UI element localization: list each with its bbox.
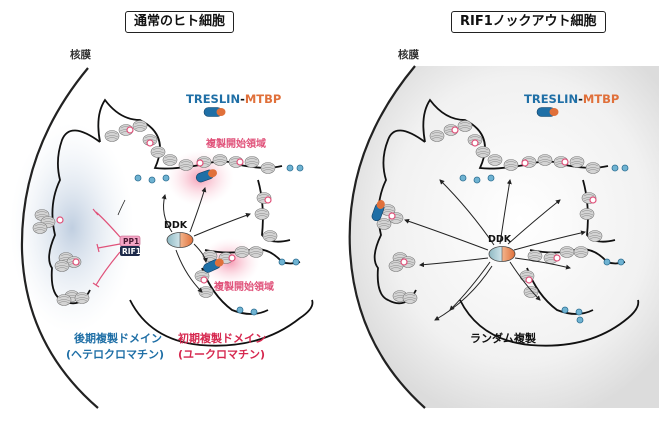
right-dna-lower-tail — [526, 267, 594, 315]
right-treslin-mtbp-label: TRESLIN-MTBP — [524, 92, 619, 106]
left-panel-title: 通常のヒト細胞 — [125, 11, 235, 33]
pp1-label: PP1 — [123, 237, 139, 246]
left-dash-text: - — [240, 92, 245, 106]
ddk-kinase-left — [166, 232, 194, 248]
ddk-kinase-right — [488, 246, 516, 262]
heterochromatin-glow — [10, 123, 134, 333]
left-treslin-mtbp-label: TRESLIN-MTBP — [186, 92, 281, 106]
right-panel — [348, 65, 659, 409]
left-membrane-label: 核膜 — [70, 48, 91, 61]
nuclear-membrane-right — [348, 65, 426, 409]
right-dna-bottom-loop — [459, 299, 640, 347]
nuclear-membrane-left — [20, 67, 99, 409]
right-dash-text: - — [578, 92, 583, 106]
left-panel — [10, 67, 314, 409]
dna-lower-tail — [201, 267, 269, 315]
ddk-arrows-right — [404, 179, 586, 321]
dna-lower-strand — [204, 248, 301, 265]
ddk-arrows-left — [161, 187, 251, 293]
heterochromatin-label: (ヘテロクロマチン) — [66, 348, 164, 361]
random-replication-label: ランダム複製 — [470, 331, 537, 345]
rif1-box — [120, 246, 140, 256]
right-panel-title: RIF1ノックアウト細胞 — [451, 11, 606, 33]
inhibition-lines — [92, 208, 121, 288]
origin-label-lower: 複製開始領域 — [213, 280, 274, 293]
right-dna-left-strand — [373, 129, 426, 305]
right-treslin-text: TRESLIN — [524, 92, 578, 106]
dna-bottom-loop — [129, 299, 314, 347]
early-domain-label: 初期複製ドメイン — [178, 331, 266, 345]
left-ddk-label: DDK — [164, 220, 188, 231]
dna-small-loop — [117, 199, 126, 216]
origin-label-upper: 複製開始領域 — [205, 137, 266, 150]
late-domain-label: 後期複製ドメイン — [74, 331, 162, 345]
right-ddk-label: DDK — [488, 234, 512, 245]
left-mtbp-text: MTBP — [245, 92, 281, 106]
right-mtbp-text: MTBP — [583, 92, 619, 106]
right-dna-lower-strand — [529, 248, 626, 265]
euchromatin-label: (ユークロマチン) — [178, 348, 265, 361]
rif1-label: RIF1 — [122, 247, 141, 256]
right-membrane-label: 核膜 — [398, 48, 419, 61]
left-treslin-text: TRESLIN — [186, 92, 240, 106]
